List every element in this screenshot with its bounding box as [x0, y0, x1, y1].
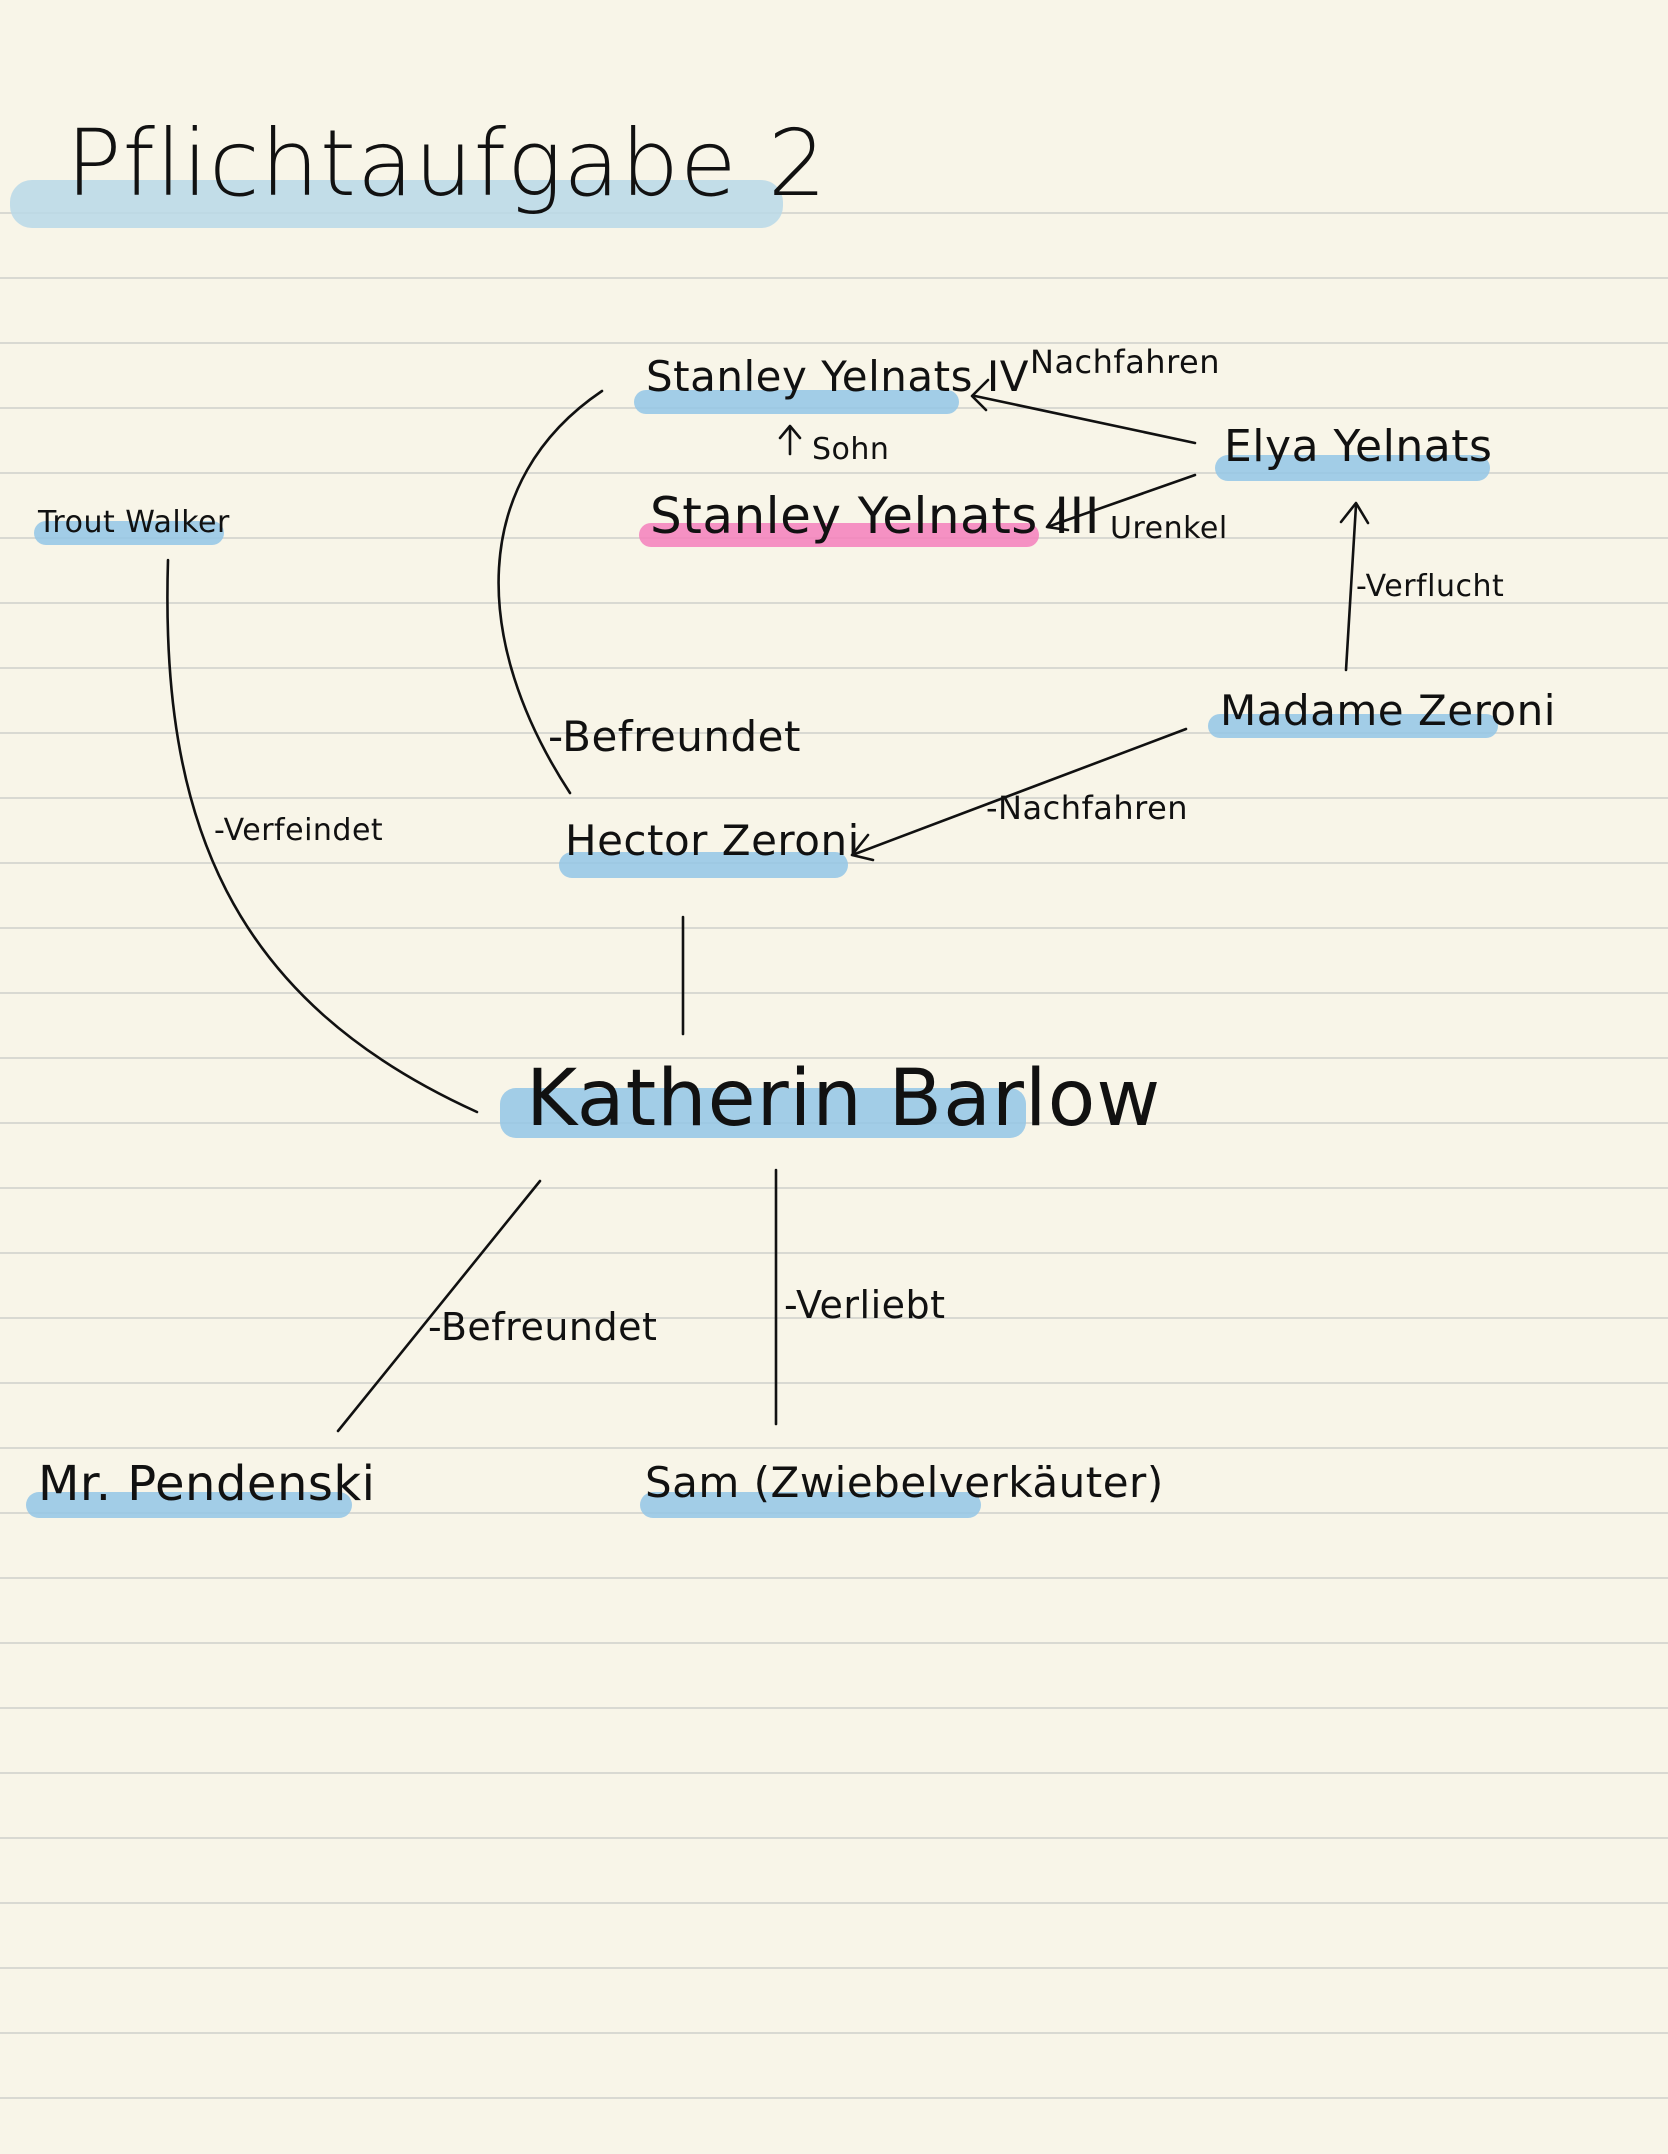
- highlight-trout: [34, 521, 224, 545]
- edge-curve-trout-katherin: [166, 558, 479, 1114]
- edge-label-befreundet-pendenski: -Befreundet: [428, 1305, 658, 1349]
- arrowhead-stanley-iii: [1045, 504, 1070, 532]
- edge-label-sohn: Sohn: [812, 432, 890, 467]
- edge-line-madame-elya: [1344, 503, 1358, 672]
- edge-line-katherin-pendenski: [336, 1179, 542, 1433]
- node-stanley-iii: Stanley Yelnats III: [650, 487, 1100, 545]
- highlight-stanley-iv: [634, 390, 959, 414]
- arrowhead-elya: [1339, 501, 1370, 525]
- edge-label-urenkel: Urenkel: [1110, 511, 1228, 546]
- edge-line-elya-stanley-iii: [1048, 473, 1197, 528]
- arrowhead-hector: [850, 833, 875, 862]
- node-katherin: Katherin Barlow: [526, 1054, 1162, 1144]
- node-trout: Trout Walker: [38, 505, 230, 540]
- node-madame: Madame Zeroni: [1220, 686, 1556, 735]
- highlight-pendenski: [26, 1492, 352, 1518]
- arrowhead-sohn: [778, 424, 802, 440]
- edge-label-verflucht: -Verflucht: [1356, 569, 1505, 604]
- edge-label-befreundet-hector: -Befreundet: [548, 712, 801, 761]
- highlight-madame: [1208, 714, 1498, 738]
- node-sam: Sam (Zwiebelverkäuter): [645, 1458, 1164, 1507]
- edge-line-madame-hector: [853, 727, 1188, 856]
- edge-label-verfeindet: -Verfeindet: [214, 813, 384, 848]
- edge-label-nachfahren-hector: -Nachfahren: [986, 789, 1189, 827]
- highlight-katherin: [500, 1088, 1026, 1138]
- node-elya: Elya Yelnats: [1224, 421, 1493, 472]
- title-highlight: [10, 180, 783, 228]
- highlight-hector: [559, 852, 848, 878]
- edge-label-verliebt: -Verliebt: [784, 1283, 946, 1327]
- edge-line-elya-stanley-iv: [973, 394, 1197, 445]
- arrowhead-stanley-iv: [970, 378, 990, 412]
- node-hector: Hector Zeroni: [565, 816, 860, 865]
- page-title: Pflichtaufgabe 2: [66, 110, 828, 217]
- highlight-stanley-iii: [639, 523, 1039, 547]
- highlight-sam: [640, 1492, 981, 1518]
- node-stanley-iv: Stanley Yelnats IV: [646, 352, 1029, 401]
- edge-label-nachfahren-stanley-iv: Nachfahren: [1030, 343, 1220, 381]
- highlight-elya: [1215, 455, 1490, 481]
- node-pendenski: Mr. Pendenski: [38, 1456, 376, 1512]
- edge-curve-stanley-hector: [497, 389, 604, 795]
